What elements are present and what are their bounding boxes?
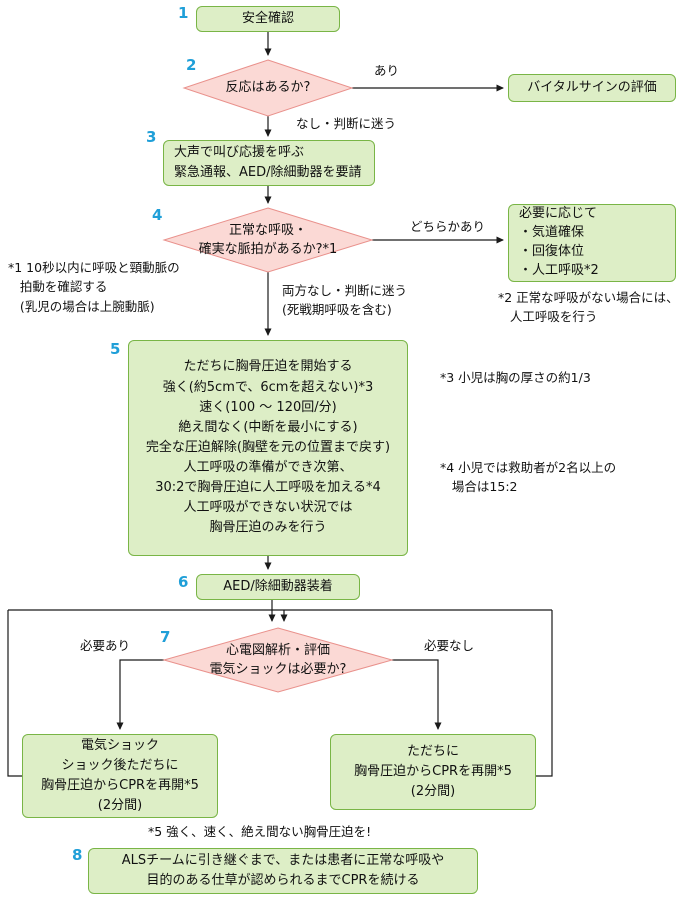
node-chest-compression: ただちに胸骨圧迫を開始する 強く(約5cmで、6cmを超えない)*3 速く(10… <box>128 340 408 556</box>
footnote-1: *1 10秒以内に呼吸と頸動脈の 拍動を確認する (乳児の場合は上腕動脈) <box>8 260 180 314</box>
edge-label-either: どちらかあり <box>410 219 486 234</box>
footnote-2: *2 正常な呼吸がない場合には、 人工呼吸を行う <box>498 290 679 325</box>
decision-shock-needed: 心電図解析・評価 電気ショックは必要か? <box>209 642 347 678</box>
step-number-3: 3 <box>146 128 157 146</box>
step-number-2: 2 <box>186 56 197 74</box>
step-number-7: 7 <box>160 628 171 646</box>
decision-diamond-4 <box>162 207 374 273</box>
node-conditional-care: 必要に応じて ・気道確保 ・回復体位 ・人工呼吸*2 <box>508 204 676 282</box>
node-continue-cpr-until-als: ALSチームに引き継ぐまで、または患者に正常な呼吸や 目的のある仕草が認められる… <box>88 848 478 894</box>
decision-response-check: 反応はあるか? <box>225 80 311 96</box>
node-electric-shock-cpr: 電気ショック ショック後ただちに 胸骨圧迫からCPRを再開*5 (2分間) <box>22 734 218 818</box>
step-number-6: 6 <box>178 573 189 591</box>
edge-label-shock-not-needed: 必要なし <box>424 638 475 653</box>
decision-diamond-2 <box>182 59 354 117</box>
node-aed-attach: AED/除細動器装着 <box>196 574 360 600</box>
node-resume-cpr: ただちに 胸骨圧迫からCPRを再開*5 (2分間) <box>330 734 536 810</box>
decision-breathing-pulse-check: 正常な呼吸・ 確実な脈拍があるか?*1 <box>198 222 338 258</box>
edge-label-both-none: 両方なし・判断に迷う (死戦期呼吸を含む) <box>282 283 408 317</box>
node-call-for-help: 大声で叫び応援を呼ぶ 緊急通報、AED/除細動器を要請 <box>163 140 375 186</box>
node-safety-check: 安全確認 <box>196 6 340 32</box>
footnote-4: *4 小児では救助者が2名以上の 場合は15:2 <box>440 460 617 495</box>
footnote-5: *5 強く、速く、絶え間ない胸骨圧迫を! <box>148 824 372 839</box>
step-number-4: 4 <box>152 206 163 224</box>
edge-label-no-response: なし・判断に迷う <box>296 116 397 131</box>
edge-label-shock-needed: 必要あり <box>80 638 131 653</box>
footnote-3: *3 小児は胸の厚さの約1/3 <box>440 370 591 385</box>
step-number-5: 5 <box>110 340 121 358</box>
edge-label-yes: あり <box>374 63 400 78</box>
step-number-1: 1 <box>178 4 189 22</box>
node-vital-sign-evaluation: バイタルサインの評価 <box>508 74 676 102</box>
decision-diamond-7 <box>162 627 394 693</box>
step-number-8: 8 <box>72 846 83 864</box>
